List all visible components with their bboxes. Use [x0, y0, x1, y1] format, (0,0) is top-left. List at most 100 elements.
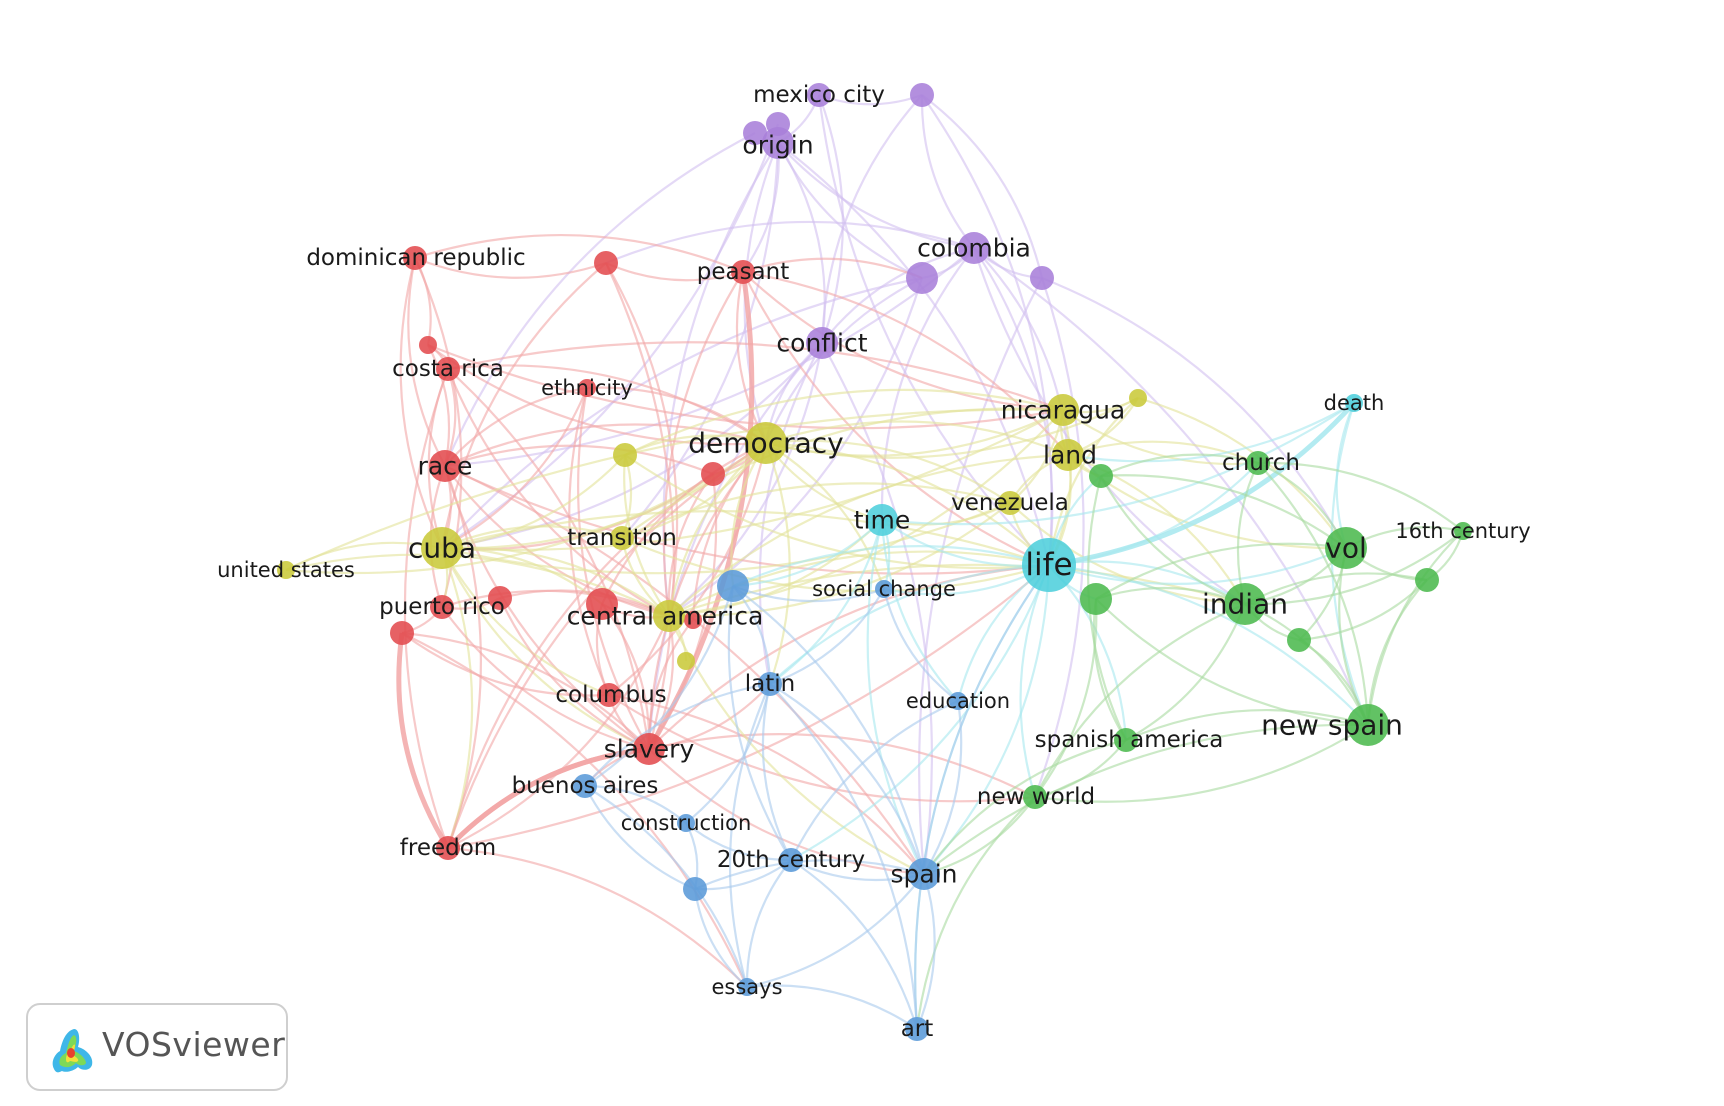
label-freedom[interactable]: freedom	[400, 835, 496, 861]
node-mexico-city[interactable]	[807, 83, 831, 107]
node-origin[interactable]	[762, 127, 794, 159]
node-buenos-aires[interactable]	[573, 774, 597, 798]
label-peasant[interactable]: peasant	[697, 259, 790, 285]
label-death[interactable]: death	[1324, 391, 1385, 415]
node-g-indian-r[interactable]	[1287, 628, 1311, 652]
node-p-origin-a[interactable]	[743, 121, 767, 145]
node-y-low[interactable]	[677, 652, 695, 670]
node-latin[interactable]	[758, 672, 782, 696]
node-cuba[interactable]	[421, 527, 463, 569]
label-spain[interactable]: spain	[890, 860, 957, 889]
label-construction[interactable]: construction	[621, 811, 752, 835]
node-death[interactable]	[1345, 394, 1363, 412]
label-origin[interactable]: origin	[742, 131, 813, 160]
node-r-mid[interactable]	[701, 462, 725, 486]
node-peasant[interactable]	[731, 260, 755, 284]
node-vol[interactable]	[1325, 527, 1367, 569]
node-puerto-rico[interactable]	[430, 595, 454, 619]
node-democracy[interactable]	[745, 422, 787, 464]
label-slavery[interactable]: slavery	[604, 735, 695, 764]
node-y-left[interactable]	[613, 443, 637, 467]
label-venezuela[interactable]: venezuela	[951, 490, 1069, 516]
label-conflict[interactable]: conflict	[776, 329, 867, 358]
node-indian[interactable]	[1224, 583, 1266, 625]
node-essays[interactable]	[738, 978, 756, 996]
node-new-world[interactable]	[1023, 785, 1047, 809]
label-costa-rica[interactable]: costa rica	[392, 356, 504, 382]
node-r-costa-top[interactable]	[419, 336, 437, 354]
node-y-right[interactable]	[1129, 389, 1147, 407]
node-united-states[interactable]	[277, 561, 295, 579]
node-p-origin-b[interactable]	[766, 112, 790, 136]
node-colombia[interactable]	[958, 232, 990, 264]
node-twentieth-century[interactable]	[779, 848, 803, 872]
node-columbus[interactable]	[597, 683, 621, 707]
node-b-hub[interactable]	[717, 570, 749, 602]
label-dominican-republic[interactable]: dominican republic	[306, 245, 525, 271]
node-conflict[interactable]	[806, 327, 838, 359]
node-p-col-left[interactable]	[906, 262, 938, 294]
label-puerto-rico[interactable]: puerto rico	[379, 594, 505, 620]
label-spanish-america[interactable]: spanish america	[1035, 727, 1224, 753]
label-sixteenth-century[interactable]: 16th century	[1395, 519, 1530, 543]
label-united-states[interactable]: united states	[217, 558, 355, 582]
label-land[interactable]: land	[1043, 441, 1097, 470]
label-central-america[interactable]: central america	[567, 602, 764, 631]
node-central-america[interactable]	[653, 600, 685, 632]
node-costa-rica[interactable]	[436, 357, 460, 381]
node-p-col-right[interactable]	[1030, 266, 1054, 290]
label-time[interactable]: time	[854, 506, 910, 535]
node-r-puerto-low[interactable]	[390, 621, 414, 645]
node-p-top-right[interactable]	[910, 83, 934, 107]
label-art[interactable]: art	[901, 1016, 934, 1042]
label-church[interactable]: church	[1222, 450, 1300, 476]
node-r-top-mid[interactable]	[594, 251, 618, 275]
label-twentieth-century[interactable]: 20th century	[717, 847, 865, 873]
node-r-puerto-right[interactable]	[488, 586, 512, 610]
label-transition[interactable]: transition	[567, 525, 677, 551]
label-new-world[interactable]: new world	[977, 784, 1095, 810]
label-latin[interactable]: latin	[745, 671, 795, 697]
label-education[interactable]: education	[906, 689, 1010, 713]
node-r-central-b[interactable]	[684, 611, 702, 629]
node-r-central[interactable]	[586, 588, 618, 620]
node-social-change[interactable]	[875, 580, 893, 598]
label-indian[interactable]: indian	[1202, 588, 1288, 621]
node-spanish-america[interactable]	[1114, 728, 1138, 752]
label-buenos-aires[interactable]: buenos aires	[512, 773, 659, 799]
node-education[interactable]	[949, 692, 967, 710]
label-nicaragua[interactable]: nicaragua	[1001, 396, 1126, 425]
node-g-mid[interactable]	[1080, 583, 1112, 615]
node-art[interactable]	[905, 1017, 929, 1041]
label-colombia[interactable]: colombia	[917, 234, 1031, 263]
label-essays[interactable]: essays	[711, 975, 782, 999]
label-vol[interactable]: vol	[1325, 532, 1366, 565]
label-life[interactable]: life	[1025, 547, 1072, 583]
node-nicaragua[interactable]	[1047, 394, 1079, 426]
label-race[interactable]: race	[418, 452, 473, 481]
label-mexico-city[interactable]: mexico city	[753, 82, 885, 108]
node-race[interactable]	[429, 450, 461, 482]
node-venezuela[interactable]	[998, 491, 1022, 515]
node-spain[interactable]	[908, 858, 940, 890]
label-new-spain[interactable]: new spain	[1261, 709, 1403, 742]
node-time[interactable]	[866, 504, 898, 536]
label-social-change[interactable]: social change	[812, 577, 956, 601]
node-dominican-republic[interactable]	[403, 246, 427, 270]
label-democracy[interactable]: democracy	[688, 427, 843, 460]
node-land[interactable]	[1052, 439, 1084, 471]
node-construction[interactable]	[677, 814, 695, 832]
label-ethnicity[interactable]: ethnicity	[541, 376, 633, 400]
node-slavery[interactable]	[633, 733, 665, 765]
node-freedom[interactable]	[436, 836, 460, 860]
node-church[interactable]	[1246, 451, 1270, 475]
node-g-land[interactable]	[1089, 464, 1113, 488]
node-b-low[interactable]	[683, 877, 707, 901]
label-columbus[interactable]: columbus	[555, 682, 666, 708]
node-g-right[interactable]	[1415, 568, 1439, 592]
node-new-spain[interactable]	[1347, 704, 1389, 746]
node-sixteenth-century[interactable]	[1454, 522, 1472, 540]
label-cuba[interactable]: cuba	[408, 532, 476, 565]
